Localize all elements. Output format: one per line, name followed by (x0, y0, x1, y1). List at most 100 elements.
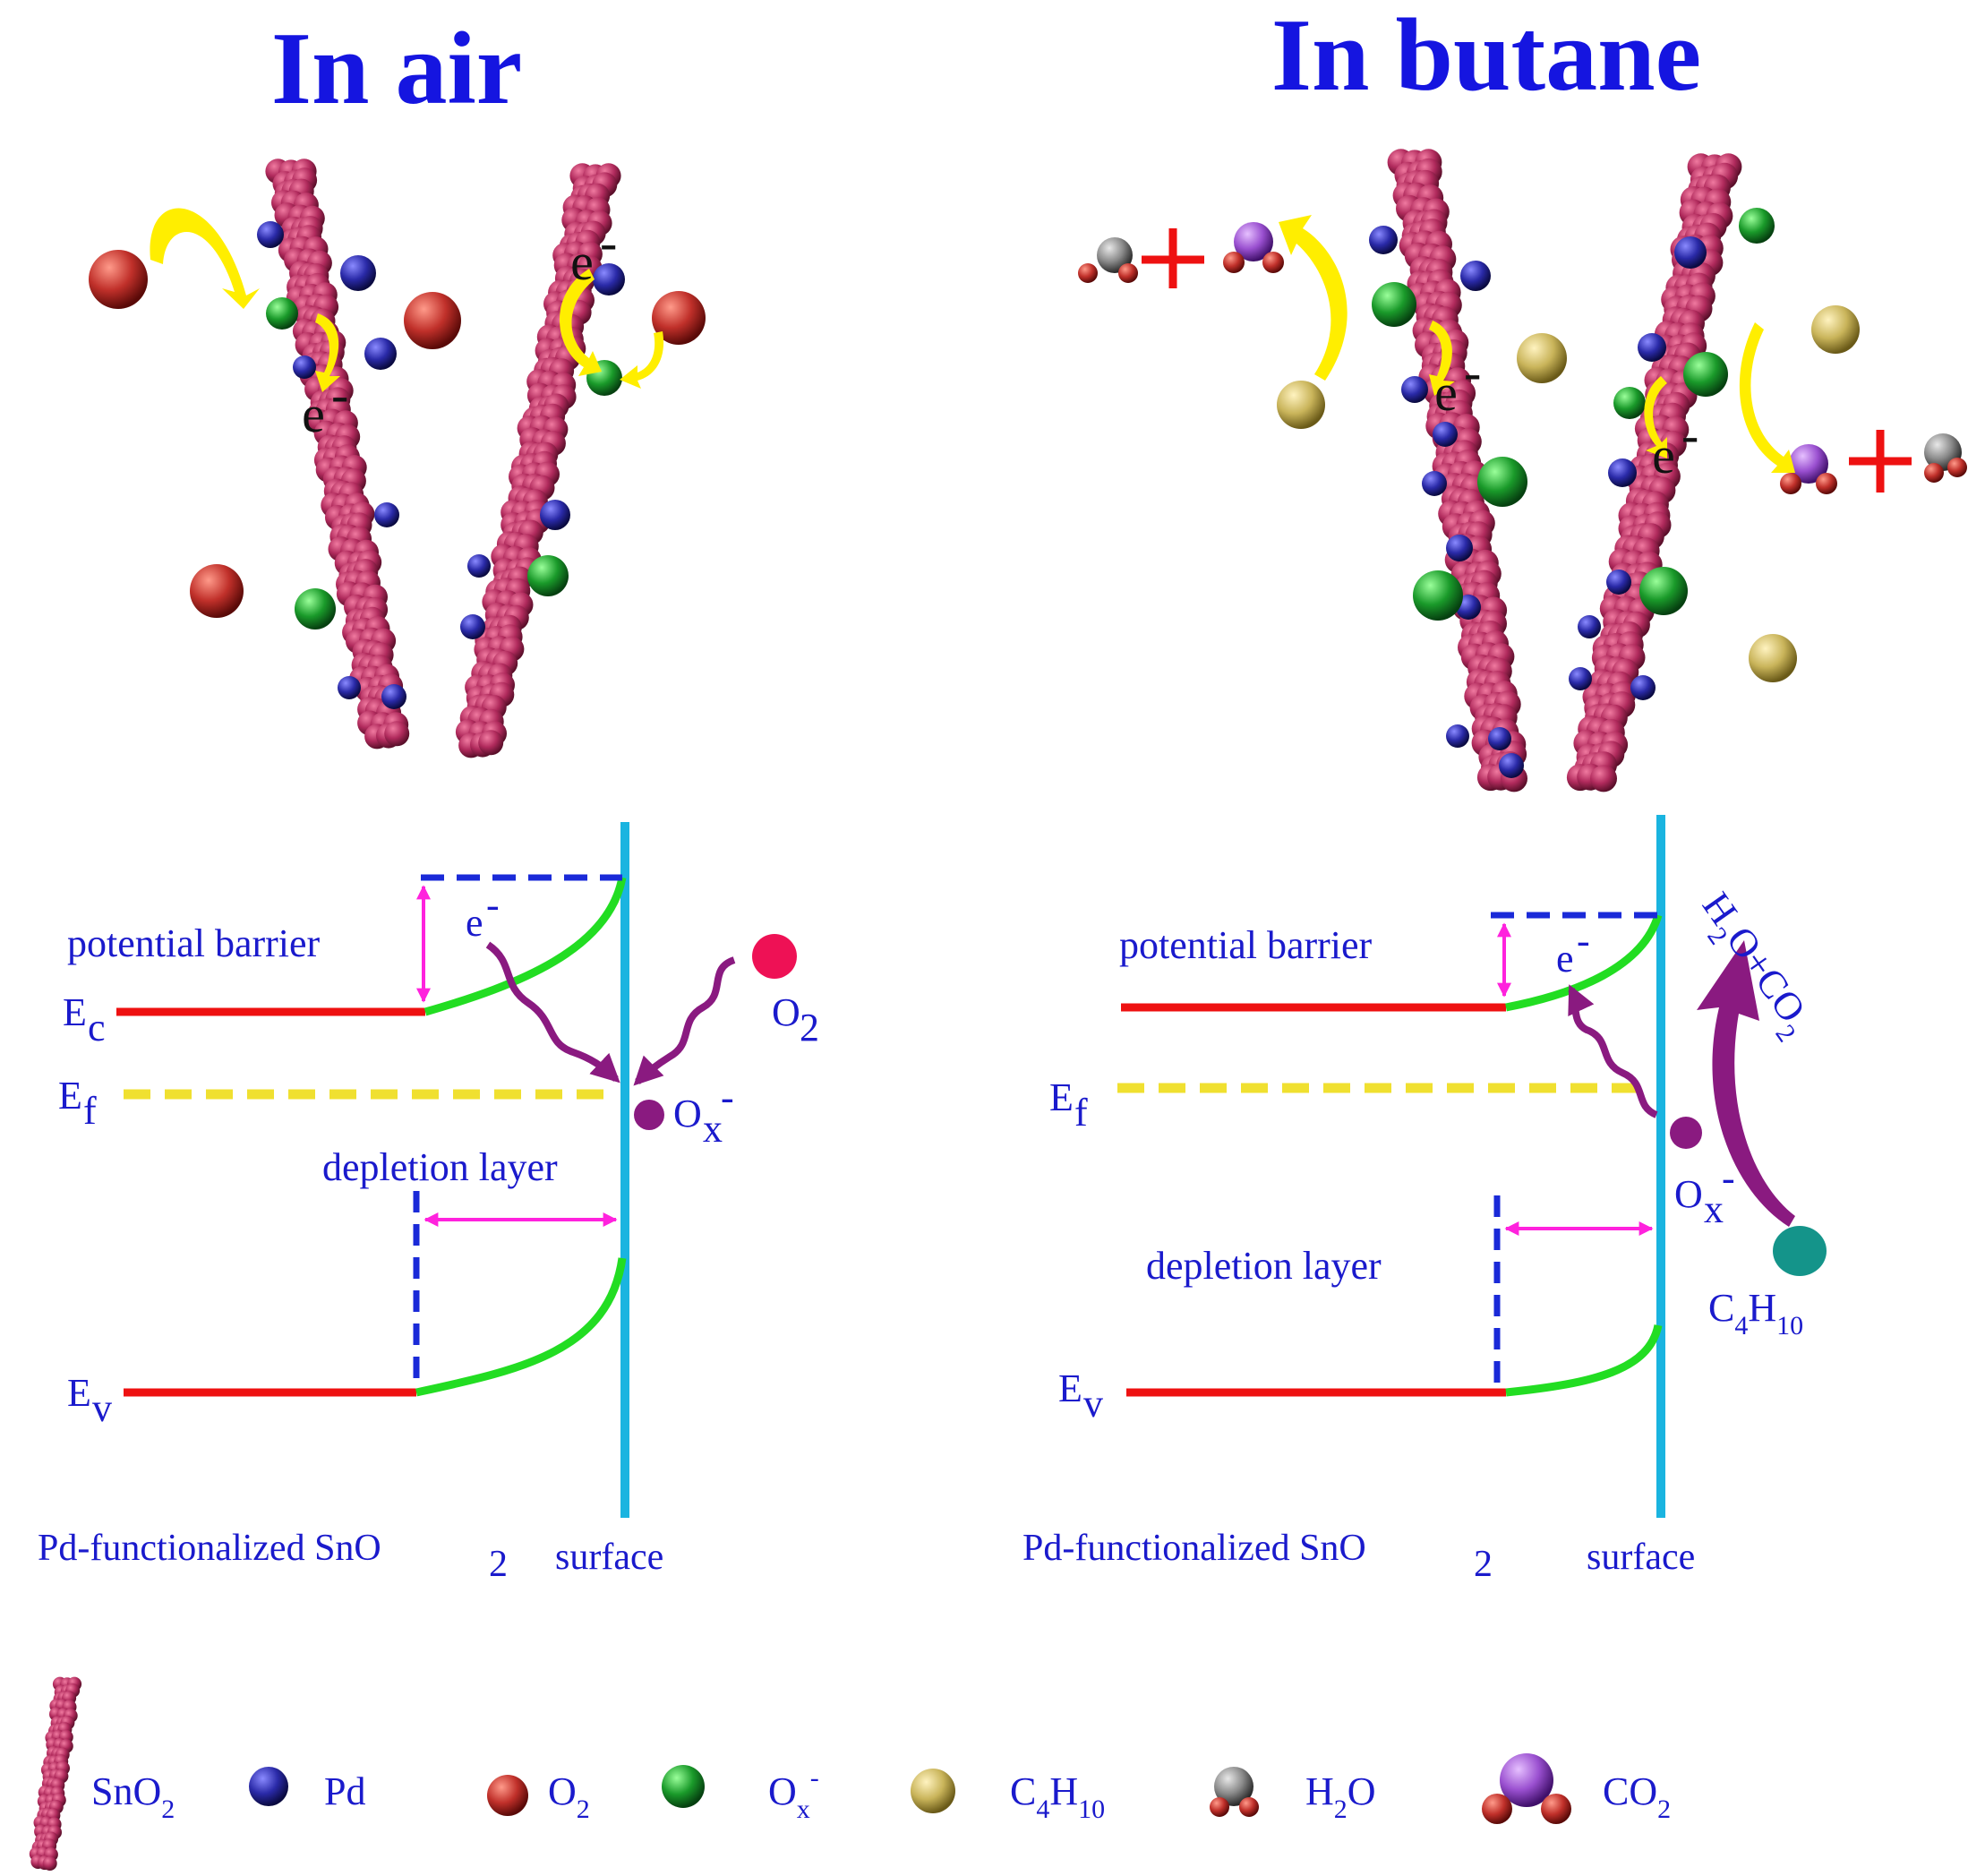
butane-molecule (1749, 634, 1797, 682)
potential-barrier-label: potential barrier (67, 921, 321, 965)
pd-particle (1578, 615, 1601, 638)
butane-molecule (1517, 333, 1567, 383)
ox-minus-particle (1413, 570, 1463, 621)
pd-particle (1422, 471, 1447, 496)
pd-particle (1433, 422, 1458, 447)
electron-minus: - (1681, 406, 1698, 464)
sno2-nanowire (265, 158, 410, 750)
ox-minus-ion (1670, 1117, 1702, 1149)
air-band-diagram (116, 822, 797, 1518)
sno2-bead (478, 730, 504, 756)
ec-subscript: c (88, 1006, 106, 1049)
pd-particle (1446, 535, 1473, 561)
legend-c4h10-swatch (911, 1769, 955, 1813)
co2-molecule (1223, 222, 1284, 273)
ev-label: E (1058, 1366, 1082, 1410)
pd-particle (293, 355, 316, 379)
legend-pd-swatch (249, 1767, 288, 1806)
h2o-molecule (1078, 237, 1138, 283)
pd-particle (1369, 226, 1398, 254)
sno2-bead (42, 1856, 57, 1871)
legend-co2-swatch (1482, 1753, 1571, 1824)
legend-co2-label: CO2 (1603, 1769, 1671, 1824)
air-panel-title: In air (271, 12, 522, 126)
material-subscript: 2 (1474, 1544, 1493, 1585)
pd-particle (257, 221, 284, 248)
potential-barrier-label: potential barrier (1119, 923, 1373, 967)
pd-particle (1488, 727, 1511, 750)
pd-particle (1460, 261, 1491, 291)
electron-label: e (466, 901, 483, 945)
pd-particle (338, 676, 361, 699)
o2-molecule (89, 250, 148, 309)
legend-h2o-label: H2O (1305, 1769, 1376, 1824)
pd-particle (1569, 667, 1592, 690)
pd-particle (593, 263, 625, 296)
o2-molecule (652, 291, 706, 345)
ec-label: E (63, 990, 87, 1034)
ox-subscript: x (1704, 1187, 1724, 1231)
plus-sign (1849, 430, 1912, 493)
pd-particle (1674, 236, 1707, 269)
electron-label: e (1434, 364, 1458, 422)
butane-molecule (1773, 1226, 1827, 1276)
legend-sno2-label: SnO2 (91, 1769, 175, 1824)
butane-nanowires (1387, 149, 1742, 792)
legend-o2-label: O2 (548, 1769, 590, 1824)
sno2-bead (384, 721, 410, 747)
ox-minus-particle (1683, 352, 1728, 397)
legend-pd-label: Pd (324, 1769, 365, 1813)
air-electron-flow-arrows (150, 208, 664, 392)
butane-panel-title: In butane (1271, 0, 1701, 113)
ev-subscript: v (92, 1386, 112, 1430)
surface-label: surface (555, 1537, 663, 1578)
ox-minus-particle (1739, 208, 1775, 244)
o2-subscript: 2 (800, 1006, 819, 1049)
ox-superscript: - (721, 1075, 734, 1119)
o2-molecule (404, 292, 461, 349)
valence-band-bending (1505, 1323, 1663, 1397)
h2o-molecule (1924, 433, 1967, 483)
legend-ox-label: Ox- (768, 1763, 819, 1824)
pd-particle (1446, 724, 1469, 748)
ox-subscript: x (703, 1107, 723, 1151)
electron-label: e (302, 385, 325, 443)
o2-molecule (752, 934, 797, 979)
o2-label: O (772, 990, 800, 1034)
pd-particle (1630, 675, 1656, 700)
surface-label: surface (1587, 1537, 1695, 1578)
ox-minus-particle (295, 588, 336, 630)
air-particles (89, 221, 706, 709)
butane-electron-flow-arrows (1279, 215, 1795, 473)
ox-label: O (1674, 1172, 1703, 1216)
electron-minus: - (331, 365, 348, 424)
butane-molecule (1811, 305, 1860, 354)
co2-molecule (1780, 444, 1837, 494)
electron-superscript: - (1577, 919, 1590, 963)
pd-particle (467, 554, 491, 578)
legend-c4h10-label: C4H10 (1010, 1769, 1105, 1824)
sno2-nanowire (455, 163, 621, 758)
pd-particle (374, 502, 399, 527)
ox-minus-particle (1639, 567, 1688, 615)
legend-sno2-swatch (29, 1676, 82, 1871)
conduction-band-bending (1505, 913, 1663, 1012)
ef-subscript: f (83, 1089, 97, 1133)
pd-particle (340, 255, 376, 291)
pd-particle (1638, 333, 1666, 362)
pd-particle (381, 684, 406, 709)
pd-particle (1401, 376, 1428, 403)
pd-particle (1608, 458, 1637, 487)
plus-sign (1142, 228, 1204, 288)
pd-particle (364, 338, 397, 370)
electron-label: e (1652, 426, 1675, 484)
conduction-band-bending (424, 877, 627, 1016)
sno2-bead (1590, 765, 1617, 792)
legend-ox-swatch (662, 1765, 705, 1808)
material-label: Pd-functionalized SnO (1022, 1528, 1366, 1569)
electron-release-arrow (1568, 984, 1658, 1118)
butane-band-diagram (1117, 815, 1827, 1518)
oxidation-arrow (1697, 940, 1795, 1227)
ox-minus-particle (1372, 282, 1416, 327)
